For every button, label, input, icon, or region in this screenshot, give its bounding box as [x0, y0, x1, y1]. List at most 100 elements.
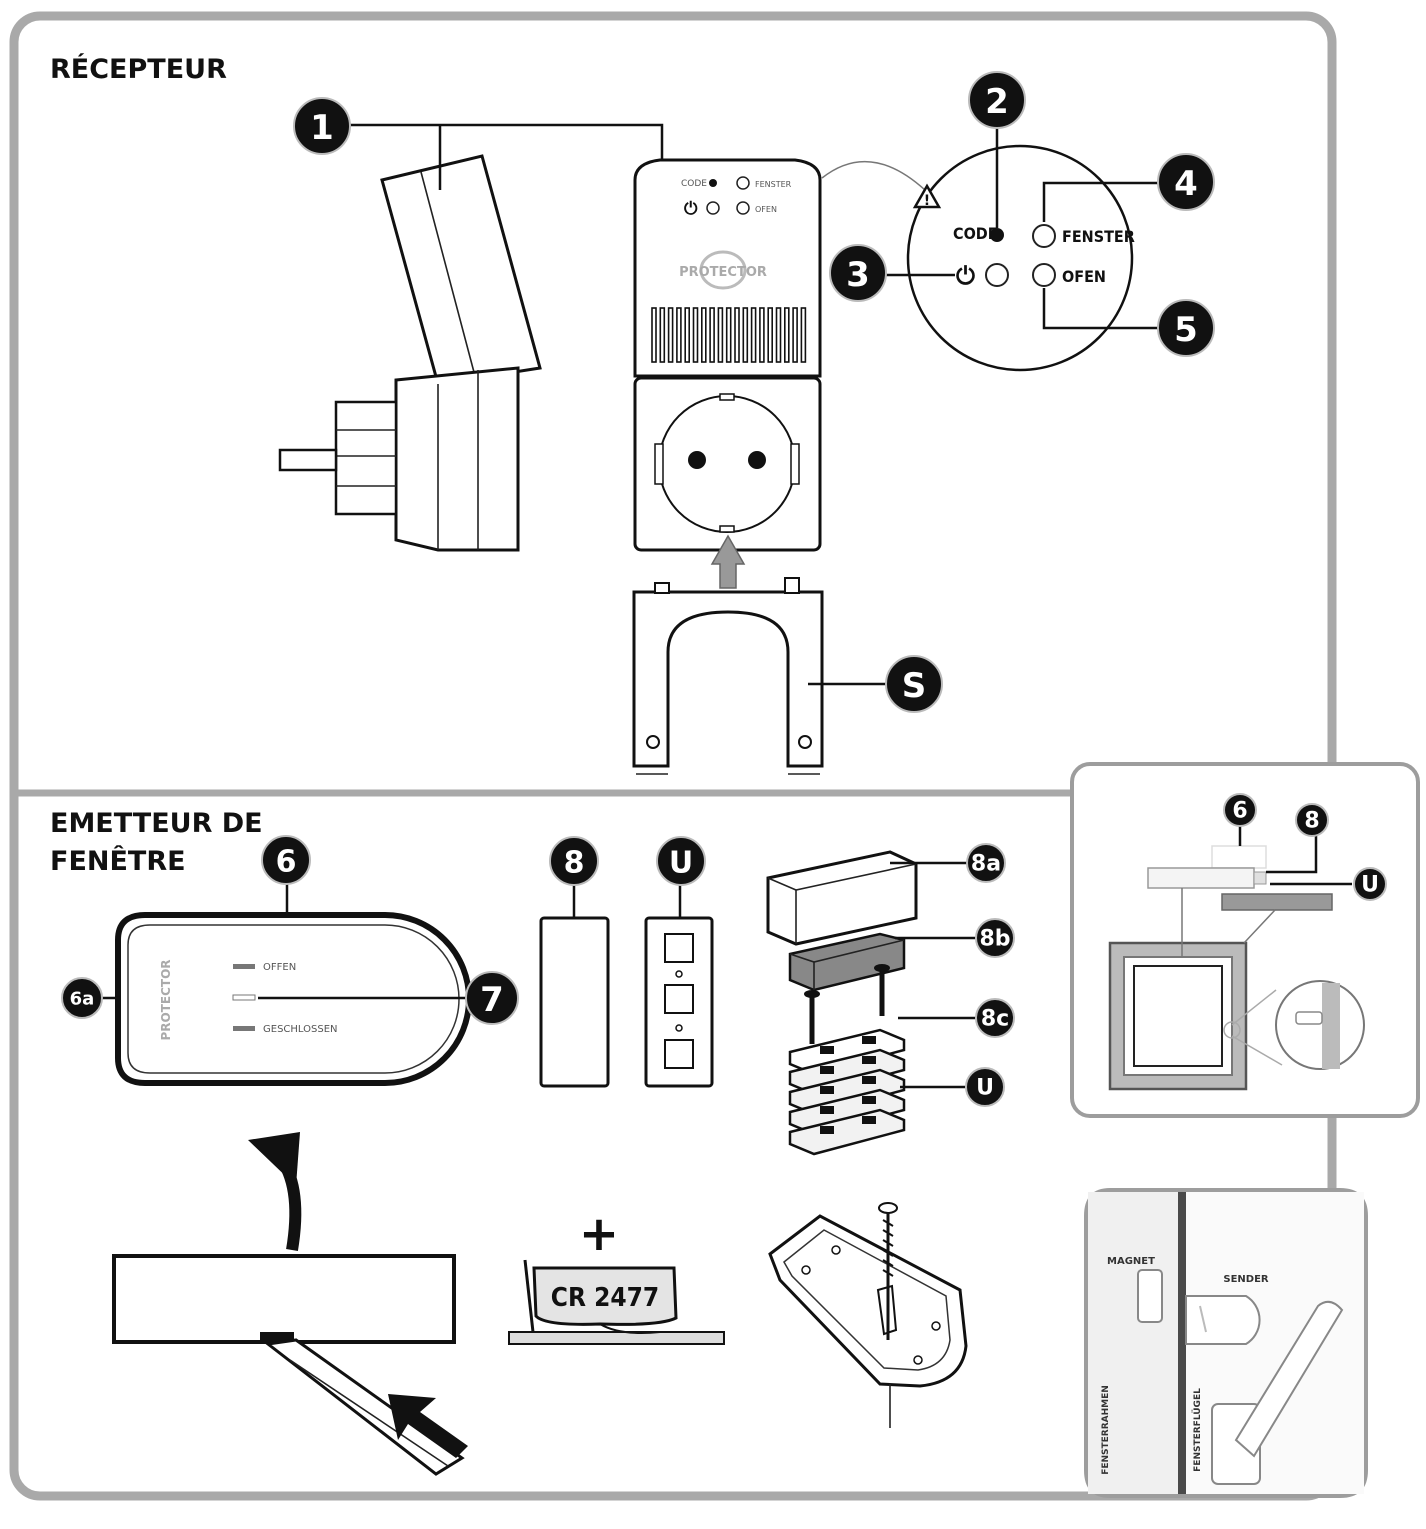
vent-slot [651, 307, 657, 363]
badge-5: 5 [1157, 299, 1215, 357]
badge-u: U [656, 836, 706, 886]
screwdriver [264, 1338, 465, 1476]
spacer-hole [862, 1096, 876, 1104]
fenster-led [1032, 224, 1056, 248]
receiver-side-view [278, 154, 542, 552]
screw-thread-line [882, 1239, 894, 1247]
badge-8: 8 [549, 836, 599, 886]
led-geschlossen [233, 1026, 255, 1031]
svg-text:1: 1 [310, 108, 334, 148]
power-icon: ⏻ [956, 262, 975, 290]
code-label: CODE [953, 224, 998, 243]
vent-slot [775, 307, 782, 363]
vent-slot [725, 307, 732, 363]
vent-slot [717, 307, 724, 363]
vent-slot [692, 307, 699, 363]
led-offen [233, 964, 255, 969]
photo-magnet [1137, 1269, 1163, 1323]
socket-face [658, 395, 796, 533]
led-geschlossen-label: GESCHLOSSEN [263, 1024, 338, 1035]
badge-3: 3 [829, 244, 887, 302]
svg-text:8: 8 [1304, 809, 1319, 834]
receiver-front: CODE FENSTER ⏻ OFEN PROTECTOR [633, 158, 822, 552]
inset-leader-8 [1266, 836, 1318, 874]
inset-badge-8: 8 [1295, 803, 1329, 837]
zoom-connector [821, 160, 926, 191]
window-inset [1070, 762, 1420, 1118]
outer-frame [9, 11, 1337, 1501]
badge-8a: 8a [966, 843, 1006, 883]
code-led [990, 228, 1004, 242]
receiver-vent [650, 306, 810, 364]
mounting-clip [632, 577, 824, 775]
zoom-detail: ! CODE FENSTER ⏻ OFEN [906, 144, 1135, 372]
svg-text:S: S [902, 666, 927, 706]
push-arrow-icon [388, 1394, 468, 1458]
spacer-hole [820, 1086, 834, 1094]
warning-icon [912, 183, 942, 209]
battery-contact [523, 1259, 535, 1333]
vent-slot [734, 307, 740, 363]
small-ofen-led [736, 201, 750, 215]
vent-slot [792, 307, 798, 363]
socket-hole-right [748, 451, 766, 469]
ofen-led [1032, 263, 1056, 287]
battery-label: CR 2477 [551, 1283, 659, 1313]
spacer-hole [862, 1076, 876, 1084]
vent-slot [709, 307, 715, 363]
badge-8b: 8b [975, 918, 1015, 958]
spacer-hole [820, 1046, 834, 1054]
small-power-led [706, 201, 720, 215]
photo-handle [1234, 1300, 1344, 1458]
svg-text:5: 5 [1174, 310, 1198, 350]
base-plate [768, 1202, 968, 1428]
screw-thread-line [882, 1219, 894, 1227]
photo-sender [1185, 1295, 1261, 1345]
leader-5 [1042, 288, 1160, 330]
leader-4 [1042, 181, 1160, 222]
receiver-logo: PROTECTOR [679, 265, 767, 280]
vent-slot [676, 307, 682, 363]
svg-text:8c: 8c [981, 1007, 1009, 1032]
battery-tray [508, 1331, 725, 1345]
svg-text:6: 6 [1232, 799, 1247, 824]
badge-1: 1 [293, 97, 351, 155]
fenster-label: FENSTER [1062, 227, 1135, 246]
insert-arrow-icon [710, 534, 746, 589]
sash-label: FENSTERFLÜGEL [1192, 1388, 1203, 1472]
vent-slot [767, 307, 774, 363]
vent-slot [684, 307, 691, 363]
small-fenster-led [736, 176, 750, 190]
power-led [985, 263, 1009, 287]
badge-7: 7 [465, 971, 519, 1025]
vent-slot [750, 307, 757, 363]
svg-text:6a: 6a [70, 989, 95, 1010]
badge-6a: 6a [61, 977, 103, 1019]
led-offen-label: OFFEN [263, 962, 296, 973]
magnet-label: MAGNET [1107, 1256, 1155, 1267]
badge-6: 6 [261, 835, 311, 885]
svg-text:U: U [1361, 873, 1379, 898]
vent-slot [667, 307, 674, 363]
svg-text:8b: 8b [979, 927, 1010, 952]
socket-hole-left [688, 451, 706, 469]
vent-slot [783, 307, 790, 363]
badge-u2: U [965, 1067, 1005, 1107]
inset-badge-u: U [1353, 867, 1387, 901]
logo-swirl [699, 250, 747, 290]
small-fenster-label: FENSTER [755, 180, 792, 189]
svg-text:7: 7 [480, 980, 504, 1020]
badge-4: 4 [1157, 153, 1215, 211]
receiver-title: RÉCEPTEUR [50, 53, 227, 85]
small-ofen-label: OFEN [755, 205, 777, 214]
transmitter-title-line1: EMETTEUR DE [50, 808, 263, 839]
small-code-led [709, 179, 717, 187]
vent-slot [700, 307, 707, 363]
svg-text:8: 8 [564, 846, 585, 881]
spacer-plate [644, 916, 714, 1088]
badge-8c: 8c [975, 998, 1015, 1038]
badge-2: 2 [968, 71, 1026, 129]
open-arrow-head [248, 1132, 300, 1186]
transmitter-title-line2: FENÊTRE [50, 845, 186, 877]
transmitter-side [112, 1254, 456, 1344]
